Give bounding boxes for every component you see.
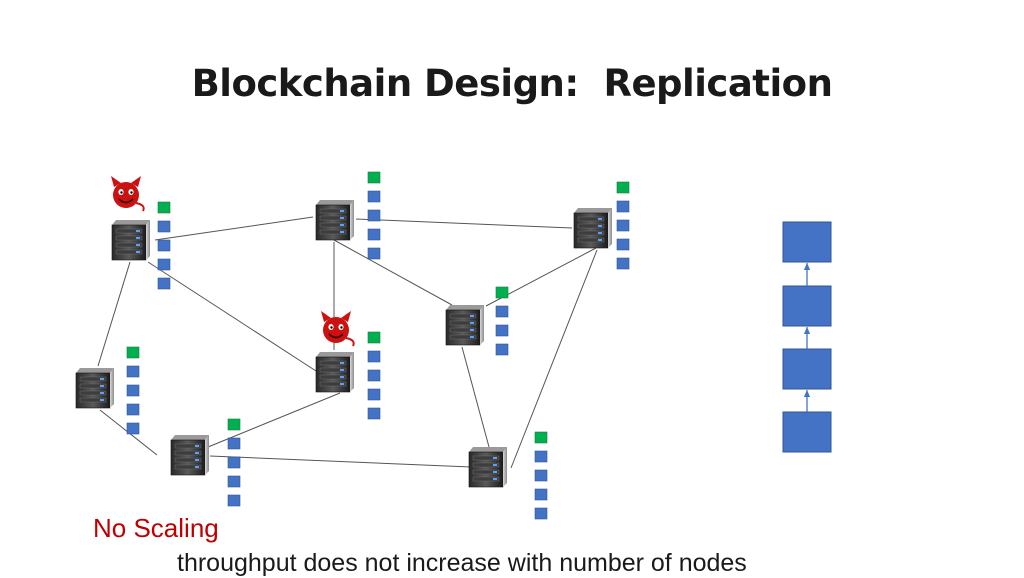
caption-body: throughput does not increase with number… — [177, 549, 747, 577]
block-icon — [227, 475, 241, 488]
network-link — [333, 239, 453, 306]
block-icon — [227, 437, 241, 450]
block-icon — [534, 488, 548, 501]
block-stack — [534, 431, 548, 520]
chain-block — [782, 285, 832, 327]
block-icon — [616, 257, 630, 270]
block-icon — [157, 277, 171, 290]
block-icon — [367, 190, 381, 203]
caption-heading: No Scaling — [93, 513, 219, 543]
block-stack — [227, 418, 241, 507]
network-node — [573, 181, 630, 270]
block-icon — [227, 456, 241, 469]
network-link — [510, 249, 598, 469]
network-links — [97, 216, 598, 469]
network-link — [461, 346, 490, 448]
network-node — [75, 346, 140, 435]
chain-block — [782, 221, 832, 263]
server-icon — [445, 305, 484, 346]
block-icon — [126, 365, 140, 378]
server-icon — [170, 435, 209, 476]
block-icon — [495, 305, 509, 318]
block-icon — [157, 258, 171, 271]
chain-block — [782, 348, 832, 390]
block-icon — [534, 450, 548, 463]
latest-block — [495, 286, 509, 299]
network-link — [147, 261, 317, 372]
block-icon — [616, 238, 630, 251]
server-icon — [468, 447, 507, 488]
block-icon — [616, 200, 630, 213]
latest-block — [126, 346, 140, 359]
devil-icon — [111, 176, 145, 212]
network-link — [209, 455, 472, 468]
network-node — [315, 171, 381, 260]
block-icon — [367, 228, 381, 241]
server-icon — [315, 200, 354, 241]
latest-block — [616, 181, 630, 194]
block-icon — [157, 239, 171, 252]
block-icon — [227, 494, 241, 507]
network-node — [315, 311, 381, 420]
slide-title: Blockchain Design: Replication — [191, 62, 833, 105]
block-icon — [495, 324, 509, 337]
block-icon — [126, 403, 140, 416]
network-node — [170, 418, 241, 507]
block-icon — [495, 343, 509, 356]
latest-block — [157, 201, 171, 214]
block-stack — [367, 171, 381, 260]
block-icon — [367, 407, 381, 420]
network-link — [97, 261, 131, 367]
block-icon — [367, 247, 381, 260]
server-icon — [315, 352, 354, 393]
block-stack — [616, 181, 630, 270]
block-stack — [157, 201, 171, 290]
latest-block — [534, 431, 548, 444]
block-icon — [367, 350, 381, 363]
block-stack — [126, 346, 140, 435]
server-icon — [75, 368, 114, 409]
block-icon — [126, 422, 140, 435]
blockchain-column — [782, 221, 832, 453]
server-icon — [111, 220, 150, 261]
latest-block — [227, 418, 241, 431]
network-link — [154, 216, 314, 241]
network-nodes — [75, 171, 630, 520]
network-node — [445, 286, 509, 356]
latest-block — [367, 331, 381, 344]
block-icon — [534, 469, 548, 482]
block-icon — [367, 209, 381, 222]
network-node — [468, 431, 548, 520]
server-icon — [573, 208, 612, 249]
latest-block — [367, 171, 381, 184]
devil-icon — [321, 311, 355, 347]
block-icon — [157, 220, 171, 233]
network-link — [355, 218, 573, 229]
block-icon — [534, 507, 548, 520]
block-stack — [367, 331, 381, 420]
block-stack — [495, 286, 509, 356]
chain-block — [782, 411, 832, 453]
block-icon — [367, 388, 381, 401]
block-icon — [367, 369, 381, 382]
block-icon — [616, 219, 630, 232]
network-node — [111, 176, 171, 290]
block-icon — [126, 384, 140, 397]
